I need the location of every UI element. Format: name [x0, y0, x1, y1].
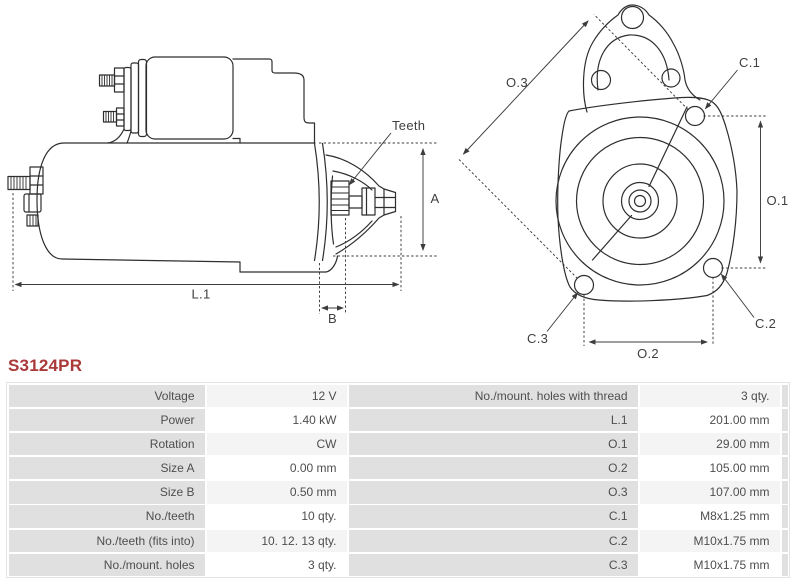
spec-value-cell: 29.00 mm [639, 432, 780, 456]
spec-value-cell: 0.00 mm [206, 457, 347, 480]
mount-hole-c2 [702, 257, 724, 279]
mounting-flange [557, 96, 738, 302]
table-row: No./mount. holes 3 qty. C.3 M10x1.75 mm [8, 553, 788, 577]
spec-value-cell: M10x1.75 mm [639, 553, 780, 577]
dim-label-c3: C.3 [527, 331, 548, 346]
housing-block [232, 58, 316, 144]
spec-label-cell: No./mount. holes with thread [348, 384, 638, 407]
solenoid-stud-top [113, 67, 125, 93]
spec-label-cell: C.1 [348, 505, 638, 528]
spec-label-cell: L.1 [348, 408, 638, 431]
terminal-stud [7, 175, 31, 191]
spec-value-cell: M10x1.75 mm [639, 529, 780, 552]
mount-hole-c1 [684, 105, 706, 127]
bell-right-hole [661, 68, 681, 88]
dim-label-l1: L.1 [192, 287, 211, 302]
spec-label-cell: No./mount. holes [8, 553, 205, 577]
front-view-drawing [555, 4, 738, 302]
spec-value-cell: 1.40 kW [206, 408, 347, 431]
spec-label-cell: No./teeth (fits into) [8, 529, 205, 552]
spec-label-cell: No./teeth [8, 505, 205, 528]
terminal-bracket [29, 166, 44, 195]
spec-label-cell: O.3 [348, 481, 638, 504]
table-row: No./teeth 10 qty. C.1 M8x1.25 mm [8, 505, 788, 528]
spec-value-cell: 201.00 mm [639, 408, 780, 431]
part-number: S3124PR [8, 356, 83, 375]
spec-label-cell: Voltage [8, 384, 205, 407]
spec-label-cell: Rotation [8, 432, 205, 456]
drive-end-bell [325, 154, 397, 255]
specs-table: Voltage 12 V No./mount. holes with threa… [6, 382, 790, 578]
lower-stub [26, 214, 39, 227]
bell-top-hole [620, 5, 645, 30]
spec-value-cell: 107.00 mm [639, 481, 780, 504]
spec-value-cell: 12 V [206, 384, 347, 407]
side-view-dimensions [12, 132, 437, 314]
shaft-boss [620, 181, 660, 221]
solenoid-stud-bottom [115, 107, 125, 127]
spec-value-cell: 10. 12. 13 qty. [206, 529, 347, 552]
table-edge-filler [781, 553, 788, 577]
spec-value-cell: M8x1.25 mm [639, 505, 780, 528]
table-row: No./teeth (fits into) 10. 12. 13 qty. C.… [8, 529, 788, 552]
table-edge-filler [781, 481, 788, 504]
technical-drawing: Teeth A L.1 B O.3 C.1 O.1 [7, 4, 789, 360]
dim-label-o1: O.1 [767, 193, 789, 208]
table-row: Voltage 12 V No./mount. holes with threa… [8, 384, 788, 407]
front-view-dimensions [457, 14, 767, 346]
dim-label-o2: O.2 [637, 346, 659, 360]
table-edge-filler [781, 529, 788, 552]
motor-body [36, 142, 339, 273]
dim-label-c2: C.2 [755, 316, 776, 331]
dim-label-b: B [328, 311, 337, 326]
dim-label-a: A [431, 191, 440, 206]
spec-value-cell: CW [206, 432, 347, 456]
table-row: Size A 0.00 mm O.2 105.00 mm [8, 457, 788, 480]
bell-left-hole [590, 69, 612, 91]
table-row: Power 1.40 kW L.1 201.00 mm [8, 408, 788, 431]
terminal-block [23, 193, 42, 213]
bell-housing-outline [582, 4, 701, 113]
spec-value-cell: 3 qty. [639, 384, 780, 407]
table-edge-filler [781, 384, 788, 407]
dim-label-teeth: Teeth [392, 118, 425, 133]
table-edge-filler [781, 408, 788, 431]
spec-value-cell: 10 qty. [206, 505, 347, 528]
table-edge-filler [781, 505, 788, 528]
table-edge-filler [781, 432, 788, 456]
spec-label-cell: O.2 [348, 457, 638, 480]
solenoid-body [145, 56, 234, 140]
table-edge-filler [781, 457, 788, 480]
table-row: Size B 0.50 mm O.3 107.00 mm [8, 481, 788, 504]
spec-label-cell: C.2 [348, 529, 638, 552]
spec-value-cell: 3 qty. [206, 553, 347, 577]
spec-label-cell: O.1 [348, 432, 638, 456]
shaft-collar [361, 187, 376, 216]
dim-label-c1: C.1 [739, 55, 760, 70]
spec-value-cell: 0.50 mm [206, 481, 347, 504]
table-row: Rotation CW O.1 29.00 mm [8, 432, 788, 456]
spec-label-cell: C.3 [348, 553, 638, 577]
pinion-gear [330, 180, 350, 216]
spec-label-cell: Size A [8, 457, 205, 480]
spec-label-cell: Size B [8, 481, 205, 504]
dim-label-o3: O.3 [506, 75, 528, 90]
spec-label-cell: Power [8, 408, 205, 431]
side-view-drawing [7, 56, 397, 273]
spec-value-cell: 105.00 mm [639, 457, 780, 480]
